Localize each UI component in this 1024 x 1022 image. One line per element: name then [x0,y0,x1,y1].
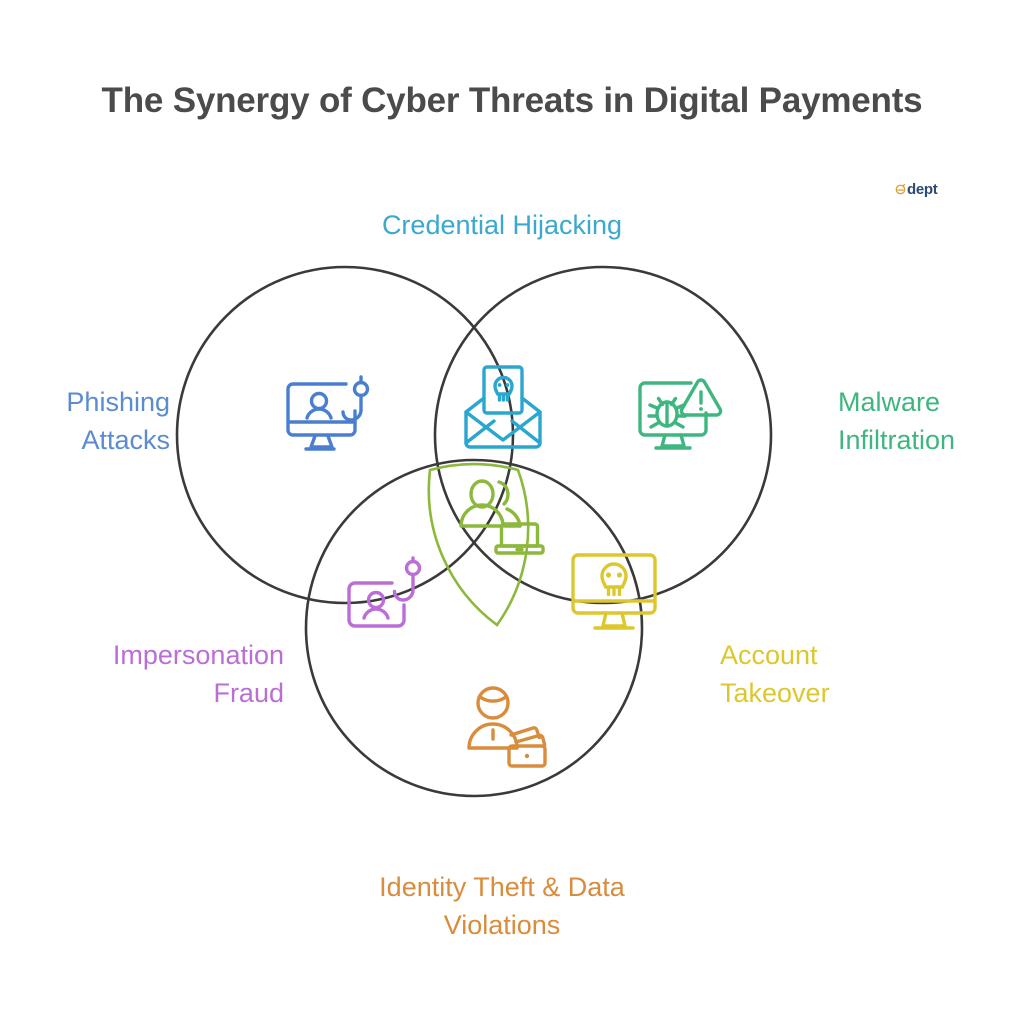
venn-circle-phishing [175,265,515,605]
page-title: The Synergy of Cyber Threats in Digital … [101,81,923,120]
brand-name: dept [907,181,938,198]
monitor-skull-icon [569,550,661,638]
envelope-skull-mail-icon [461,364,545,452]
dept-circle-mark-icon [895,184,906,195]
venn-center-intersection [427,462,530,627]
region-label-credential-hijacking: Credential Hijacking [381,210,623,240]
monitor-bug-warning-icon [634,375,726,457]
two-users-laptop-icon [457,478,545,560]
region-label-impersonation-fraud: Impersonation Fraud [112,640,284,708]
venn-circle-identity [304,458,644,798]
region-label-phishing-attacks: Phishing Attacks [66,387,170,455]
region-label-malware-infiltration: Malware Infiltration [838,387,956,455]
monitor-person-fishing-hook-icon [282,375,378,457]
region-label-account-takeover: Account Takeover [720,640,830,708]
region-label-identity-theft: Identity Theft & Data Violations [379,872,625,940]
venn-circle-malware [433,265,773,605]
thief-person-cards-icon [466,685,554,769]
brand-logo: dept [895,181,938,198]
id-card-person-hook-icon [345,556,429,638]
